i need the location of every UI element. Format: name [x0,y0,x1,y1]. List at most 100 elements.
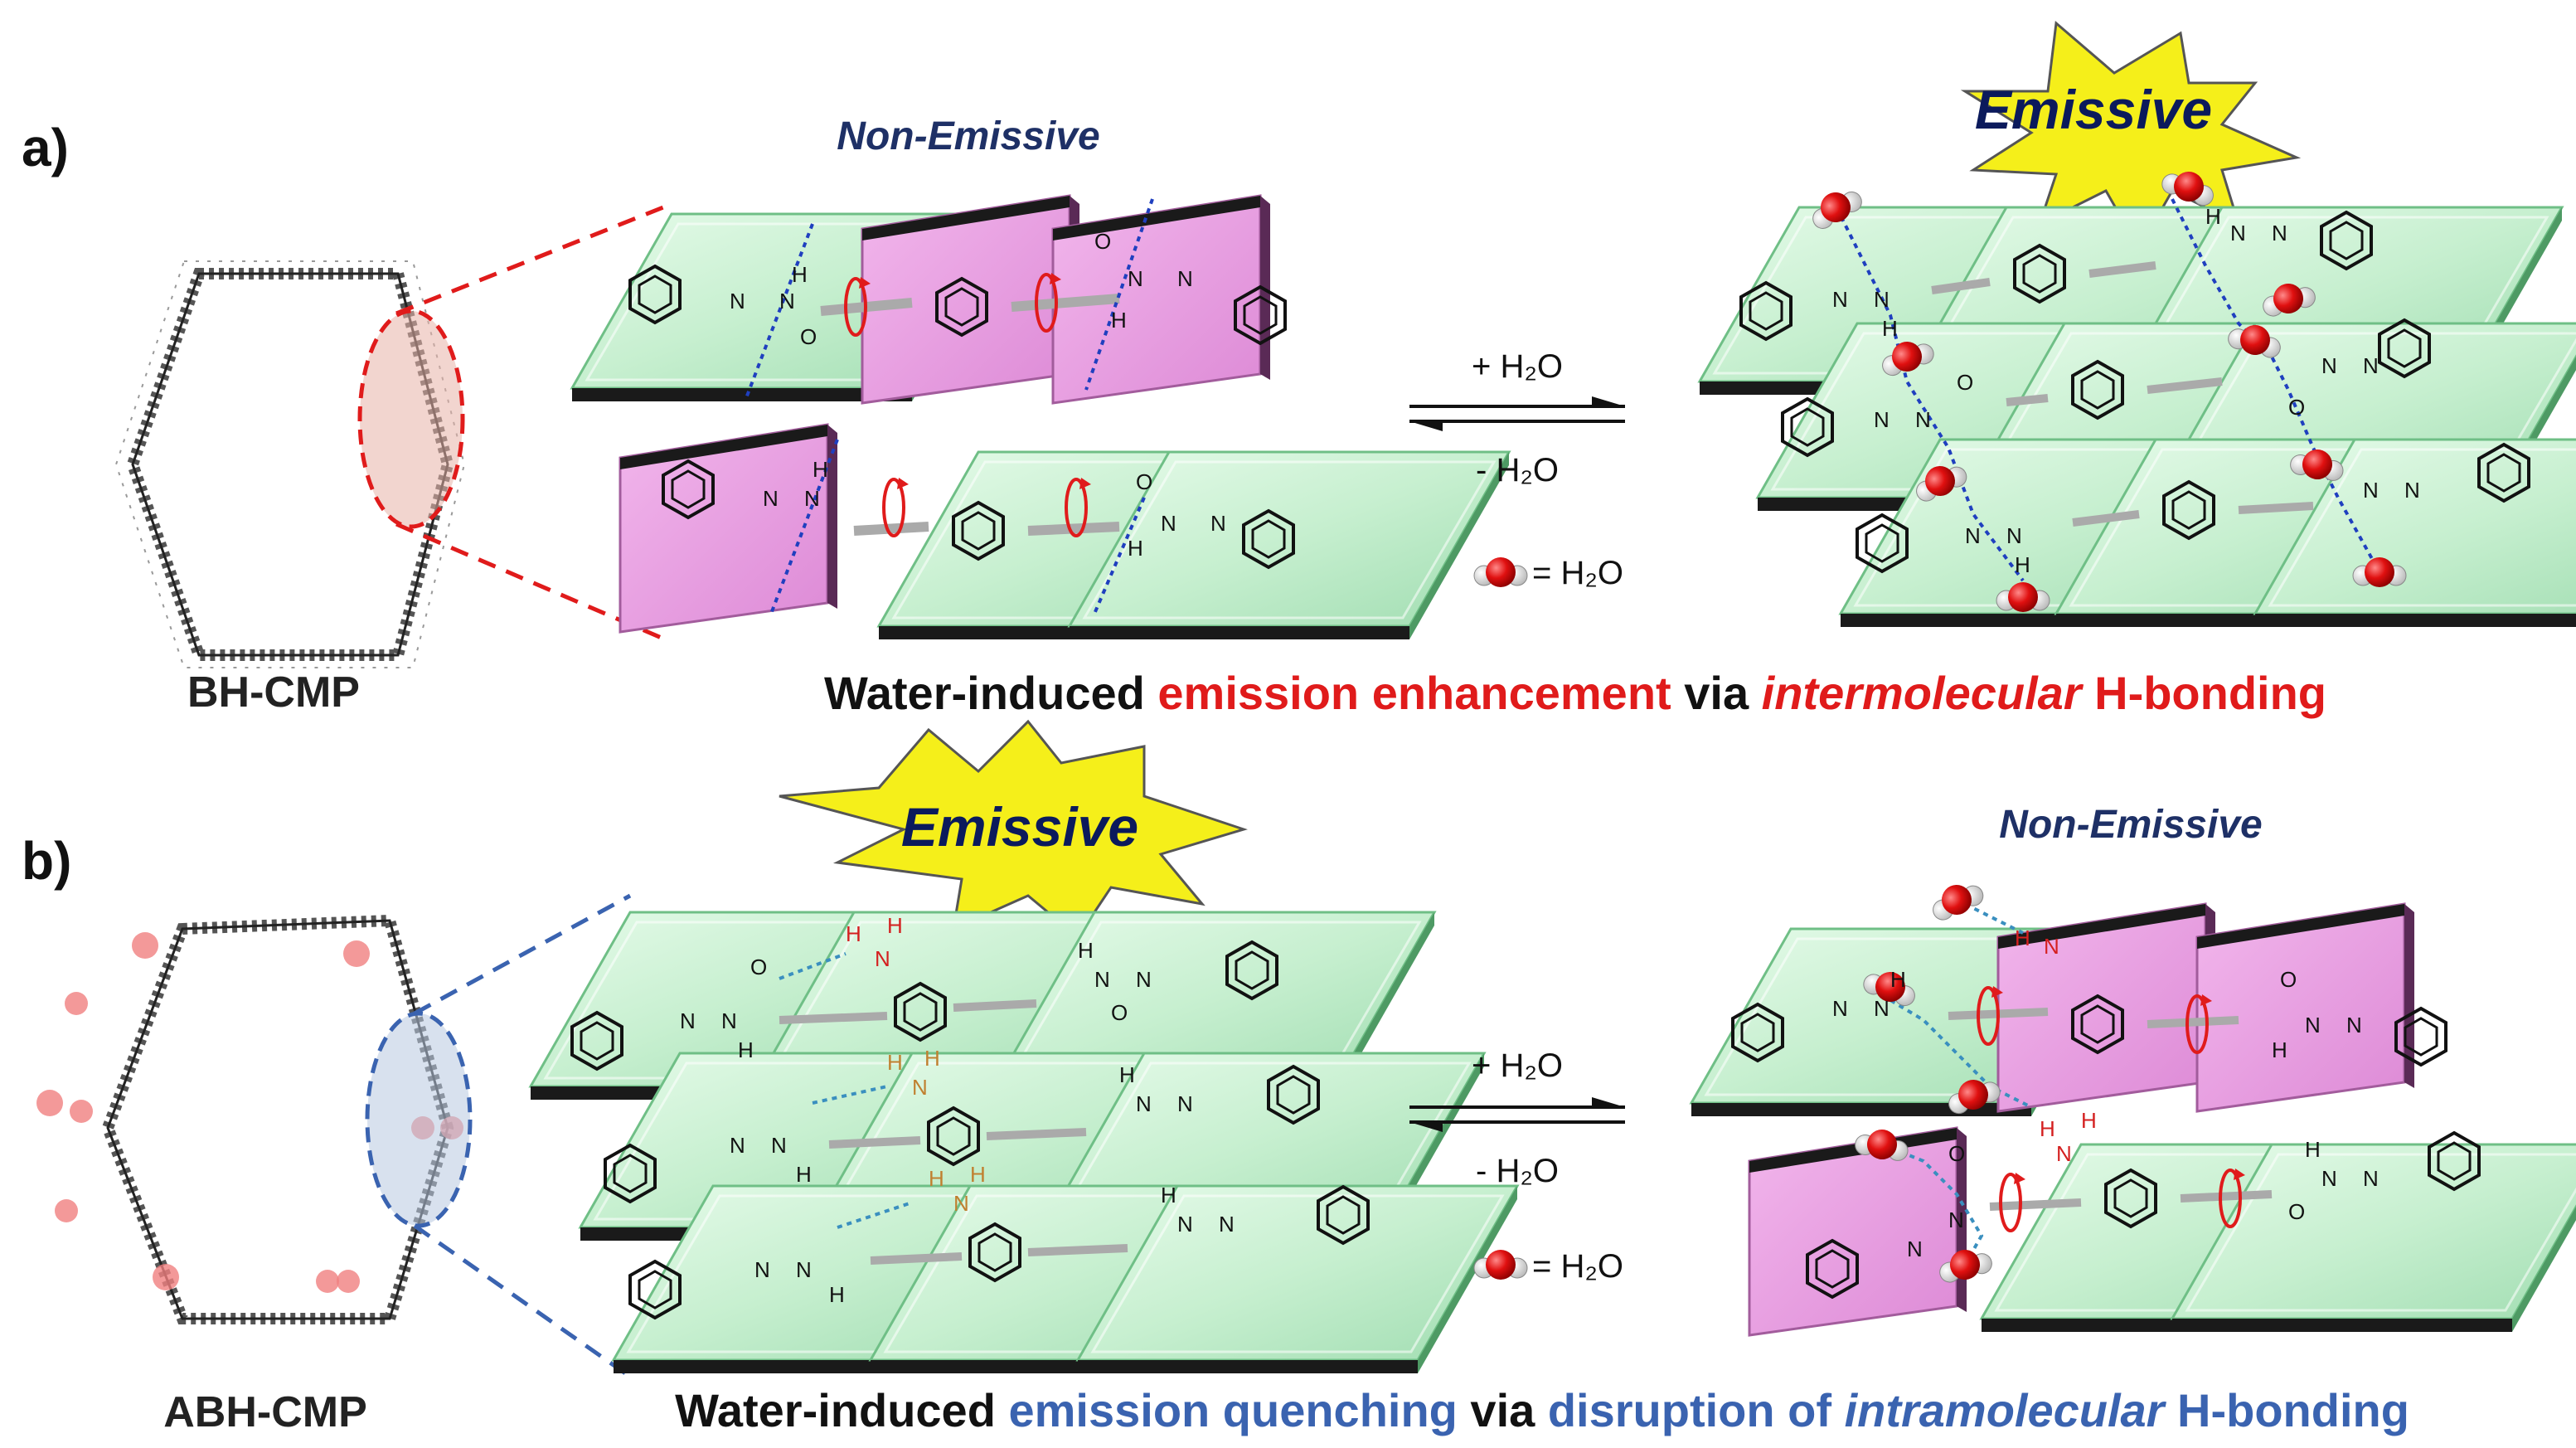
svg-text:H: H [1119,1062,1135,1087]
svg-text:O: O [1111,1000,1128,1025]
pink-tile [2195,902,2416,1113]
svg-text:N: N [2363,1166,2379,1191]
svg-text:O: O [2288,1199,2305,1224]
svg-text:H: H [2015,926,2030,950]
caption-b-part2: emission quenching [1008,1384,1457,1436]
svg-text:O: O [2280,967,2297,992]
svg-text:N: N [754,1257,770,1282]
svg-text:H: H [846,921,861,946]
svg-text:H: H [887,913,903,938]
svg-text:N: N [1874,287,1890,312]
highlight-ellipse-blue [365,1011,473,1228]
water-legend-a: = H₂O [1532,555,1623,591]
svg-text:H: H [929,1166,944,1191]
forward-label-a: + H₂O [1472,348,1563,385]
svg-text:O: O [800,324,817,349]
panel-a-label: a) [22,118,69,177]
highlight-ellipse-red [357,309,465,529]
reverse-label-b: - H₂O [1476,1153,1559,1189]
svg-text:H: H [2081,1108,2097,1133]
svg-text:O: O [1094,229,1111,254]
svg-text:N: N [1874,996,1890,1021]
svg-text:H: H [1111,308,1127,333]
pink-tile [1748,1126,1968,1337]
svg-text:N: N [680,1008,696,1033]
stack-a-left: N N H O O N N H N N H O N N H [570,194,1511,641]
caption-b: Water-induced emission quenching via dis… [675,1384,2409,1436]
water-legend-b: = H₂O [1532,1248,1623,1285]
zoom-line-blue-top [413,893,632,1016]
svg-text:N: N [2321,1166,2337,1191]
caption-b-part1: Water-induced [675,1384,1008,1436]
svg-text:O: O [1957,370,1973,395]
forward-label-b: + H₂O [1472,1047,1563,1084]
svg-text:N: N [1948,1207,1964,1232]
svg-text:O: O [1136,469,1152,494]
svg-text:O: O [750,955,767,979]
svg-text:N: N [1128,266,1143,291]
svg-text:N: N [730,1133,745,1158]
reverse-label-a: - H₂O [1476,452,1559,488]
polymer-name-b: ABH-CMP [163,1388,367,1436]
svg-text:N: N [2363,353,2379,378]
svg-text:H: H [970,1162,986,1187]
caption-b-part6: H-bonding [2164,1384,2409,1436]
svg-text:N: N [2363,478,2379,503]
svg-text:N: N [1219,1212,1235,1237]
svg-text:N: N [804,486,820,511]
zoom-line-blue-bottom [413,1223,632,1379]
abh-cmp-network [36,914,463,1324]
zoom-line-red-top [395,205,664,316]
caption-a-part1: Water-induced [824,667,1157,719]
svg-text:N: N [875,946,890,971]
svg-text:H: H [887,1050,903,1075]
caption-b-part4: disruption of [1548,1384,1845,1436]
svg-text:N: N [1832,287,1848,312]
pink-tile [1996,902,2217,1113]
svg-text:N: N [730,289,745,313]
svg-text:H: H [1890,967,1906,992]
svg-text:N: N [2272,221,2287,245]
state-label-b-right: Non-Emissive [1999,803,2262,847]
svg-text:N: N [779,289,795,313]
svg-text:H: H [813,457,828,482]
svg-text:N: N [2044,934,2059,959]
svg-text:H: H [1128,536,1143,561]
svg-text:N: N [1161,511,1176,536]
svg-text:N: N [1965,523,1981,548]
svg-text:N: N [771,1133,787,1158]
svg-text:H: H [1882,316,1898,341]
svg-text:N: N [2404,478,2420,503]
caption-a-part2: emission enhancement [1157,667,1671,719]
svg-text:H: H [792,262,808,287]
svg-text:N: N [2346,1013,2362,1037]
svg-text:N: N [796,1257,812,1282]
svg-text:H: H [2272,1037,2287,1062]
panel-b-label: b) [22,831,71,891]
svg-text:N: N [2305,1013,2321,1037]
state-label-a-left: Non-Emissive [837,114,1099,158]
svg-text:N: N [1177,1091,1193,1116]
caption-a-part3: via [1671,667,1762,719]
svg-text:N: N [2321,353,2337,378]
emissive-star-b [779,719,1248,940]
caption-b-part5: intramolecular [1845,1384,2167,1436]
svg-text:N: N [2230,221,2246,245]
caption-a-part4: intermolecular [1762,667,2084,719]
svg-text:H: H [738,1037,754,1062]
svg-text:N: N [953,1191,969,1216]
state-label-a-right: Emissive [1975,79,2212,140]
equilibrium-arrows-b [1409,1097,1625,1132]
svg-text:H: H [1161,1183,1176,1207]
svg-text:O: O [2288,395,2305,420]
svg-text:N: N [763,486,779,511]
svg-text:N: N [2056,1141,2072,1166]
polymer-name-a: BH-CMP [187,668,360,717]
caption-b-part3: via [1458,1384,1548,1436]
svg-text:N: N [2006,523,2022,548]
svg-text:H: H [924,1046,940,1071]
svg-text:N: N [1177,1212,1193,1237]
zoom-line-red-bottom [395,522,664,641]
svg-text:N: N [1907,1237,1923,1261]
water-molecule-icon [1473,556,1528,588]
